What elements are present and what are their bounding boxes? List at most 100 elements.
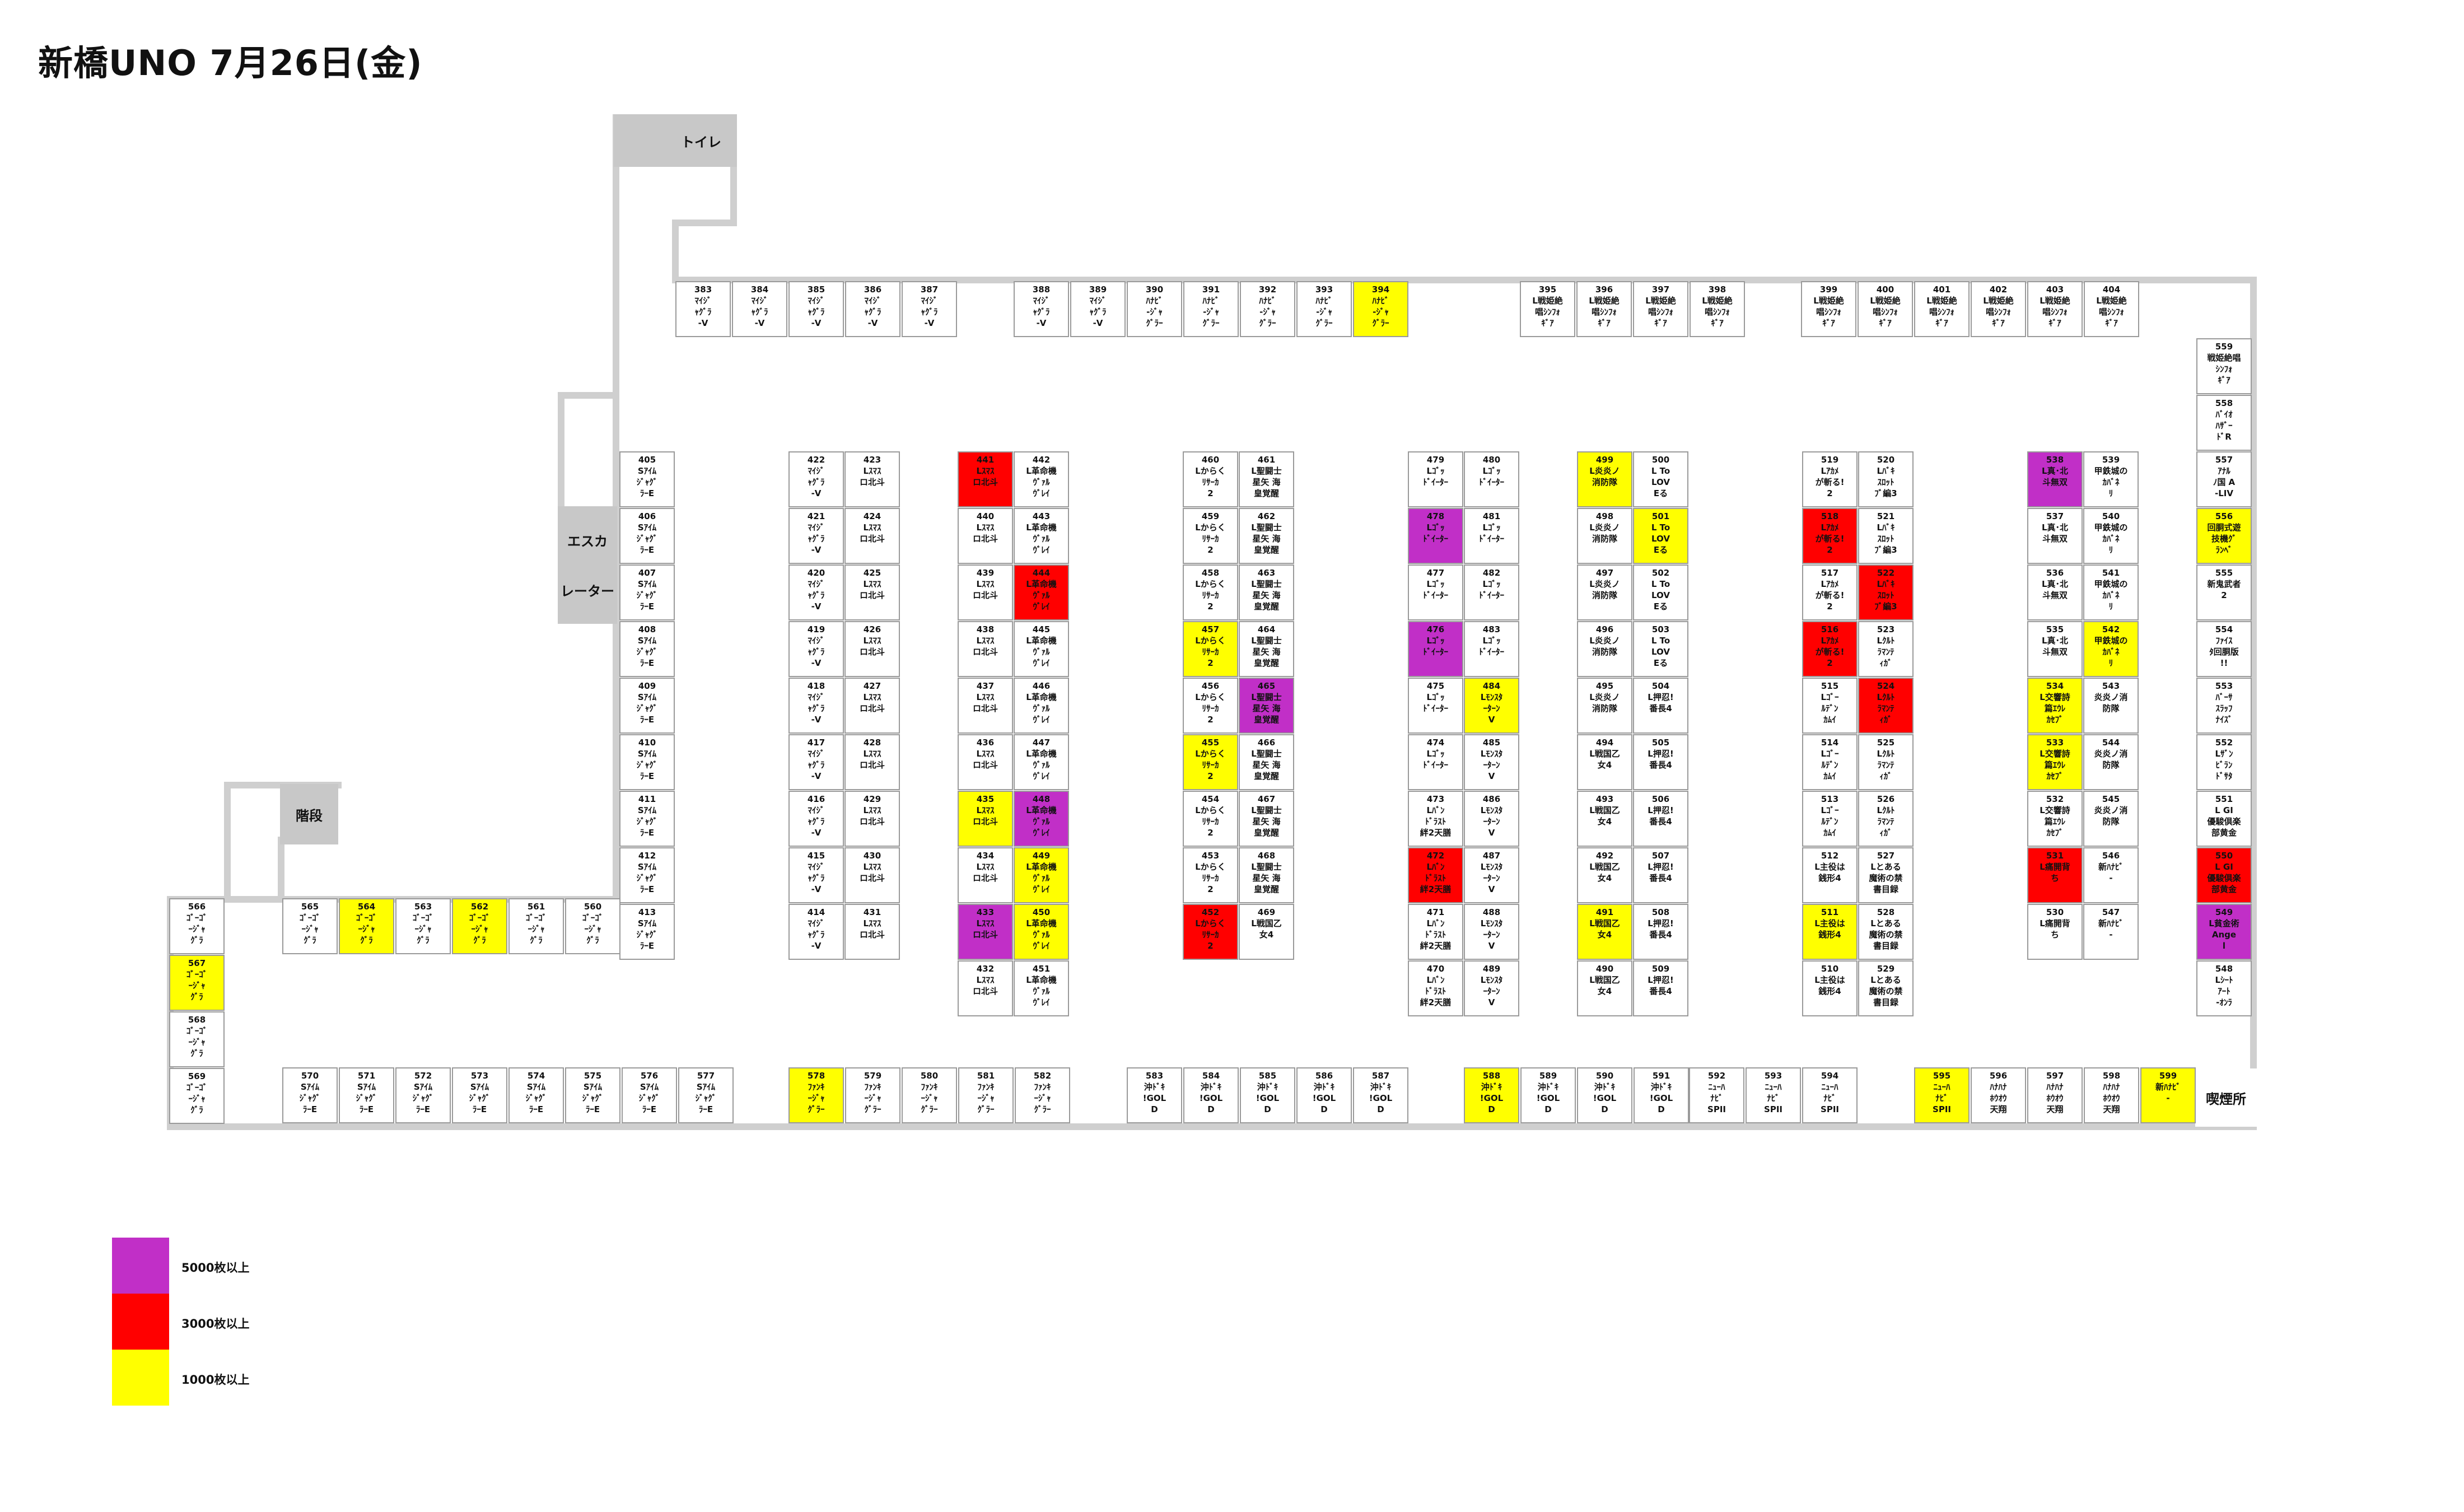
machine-number: 394 (1371, 284, 1390, 295)
machine-title: Lからく ﾘｻｰｶ 2 (1195, 466, 1226, 498)
machine-number: 435 (976, 794, 995, 804)
machine-title: Lｻﾞﾝ ﾋﾞﾗﾝ ﾄﾞｻﾀ (2215, 749, 2233, 781)
machine-title: Lｱｶﾒ が斬る! 2 (1815, 522, 1845, 555)
machine-title: Sｱｲﾑ ｼﾞｬｸﾞ ﾗｰE (356, 1082, 377, 1114)
machine-title: ｺﾞｰｺﾞ ｰｼﾞｬ ｸﾞﾗ (412, 913, 434, 945)
machine-number: 592 (1707, 1071, 1726, 1081)
machine-number: 537 (2046, 511, 2064, 521)
machine-title: ﾆｭｰﾊ ﾅﾋﾞ SPII (1707, 1082, 1726, 1114)
machine-title: Lからく ﾘｻｰｶ 2 (1195, 522, 1226, 555)
machine-number: 587 (1371, 1071, 1390, 1081)
machine-title: Lｽﾏｽ ロ北斗 (859, 749, 885, 770)
machine-title: Lｺﾞｯ ﾄﾞｲｰﾀｰ (1422, 466, 1448, 487)
machine-title: ﾏｲｼﾞ ｬｸﾞﾗ -V (694, 296, 712, 328)
machine-title: ﾊﾅﾋﾞ -ｼﾞｬ ｸﾞﾗｰ (1315, 296, 1333, 328)
machine-title: Lﾊﾞｷ ｽﾛｯﾄ ﾌﾞ編3 (1874, 522, 1897, 555)
machine-number: 487 (1482, 851, 1501, 861)
machine-number: 559 (2215, 342, 2233, 352)
machine-title: 新ﾊﾅﾋﾞ - (2098, 862, 2124, 883)
machine-number: 533 (2046, 738, 2064, 748)
machine-title: L革命機 ｳﾞｧﾙ ｳﾞﾚｲ (1026, 579, 1057, 612)
legend-swatch-yellow (112, 1350, 169, 1406)
machine-number: 428 (863, 738, 881, 748)
machine-number: 474 (1426, 738, 1445, 748)
machine-title: L戦姫絶 唱ｼﾝﾌｫ ｷﾞｱ (1926, 296, 1957, 328)
machine-title: Lｺﾞｯ ﾄﾞｲｰﾀｰ (1422, 522, 1448, 544)
machine-number: 473 (1426, 794, 1445, 804)
machine-title: ﾌｧﾝｷ ｰｼﾞｬ ｸﾞﾗｰ (921, 1082, 938, 1114)
machine-title: Lｽﾏｽ ロ北斗 (859, 522, 885, 544)
machine-number: 471 (1426, 907, 1445, 917)
machine-title: Lﾊﾞｷ ｽﾛｯﾄ ﾌﾞ編3 (1874, 579, 1897, 612)
machine-number: 484 (1482, 681, 1501, 691)
machine-number: 482 (1482, 568, 1501, 578)
machine-number: 413 (638, 907, 656, 917)
machine-title: L押忍! 番長4 (1648, 805, 1674, 827)
machine-number: 452 (1201, 907, 1220, 917)
machine-number: 548 (2215, 964, 2233, 974)
machine-title: Lﾊﾞﾝ ﾄﾞﾗｽﾄ 絆2天膳 (1420, 975, 1452, 1007)
machine-title: Lｺﾞｯ ﾄﾞｲｰﾀｰ (1422, 692, 1448, 713)
machine-title: L革命機 ｳﾞｧﾙ ｳﾞﾚｲ (1026, 749, 1057, 781)
machine-title: Lｽﾏｽ ロ北斗 (972, 862, 998, 883)
machine-number: 439 (976, 568, 995, 578)
machine-title: Sｱｲﾑ ｼﾞｬｸﾞ ﾗｰE (636, 862, 658, 894)
machine-number: 529 (1877, 964, 1895, 974)
machine-number: 567 (188, 958, 206, 968)
machine-title: Lｸﾙﾄ ﾗﾏﾝﾃ ｨｶﾞ (1877, 749, 1895, 781)
machine-title: 沖ﾄﾞｷ !GOL D (1536, 1082, 1560, 1114)
machine-title: Lｽﾏｽ ロ北斗 (972, 918, 998, 940)
machine-title: L戦国乙 女4 (1589, 749, 1620, 770)
machine-number: 575 (584, 1071, 602, 1081)
machine-title: Lﾓﾝｽﾀ ｰﾀｰﾝ V (1480, 692, 1503, 725)
machine-title: Lｺﾞｯ ﾄﾞｲｰﾀｰ (1478, 579, 1504, 600)
machine-number: 412 (638, 851, 656, 861)
machine-number: 539 (2102, 455, 2120, 465)
machine-number: 570 (301, 1071, 319, 1081)
machine-number: 561 (527, 902, 545, 912)
machine-number: 499 (1595, 455, 1614, 465)
machine-number: 384 (750, 284, 769, 295)
stairs-label: 階段 (296, 808, 323, 824)
machine-title: ﾆｭｰﾊ ﾅﾋﾞ SPII (1933, 1082, 1951, 1114)
machine-title: Lとある 魔術の禁 書目録 (1869, 918, 1903, 951)
machine-number: 534 (2046, 681, 2064, 691)
machine-title: Lｽﾏｽ ロ北斗 (972, 466, 998, 487)
